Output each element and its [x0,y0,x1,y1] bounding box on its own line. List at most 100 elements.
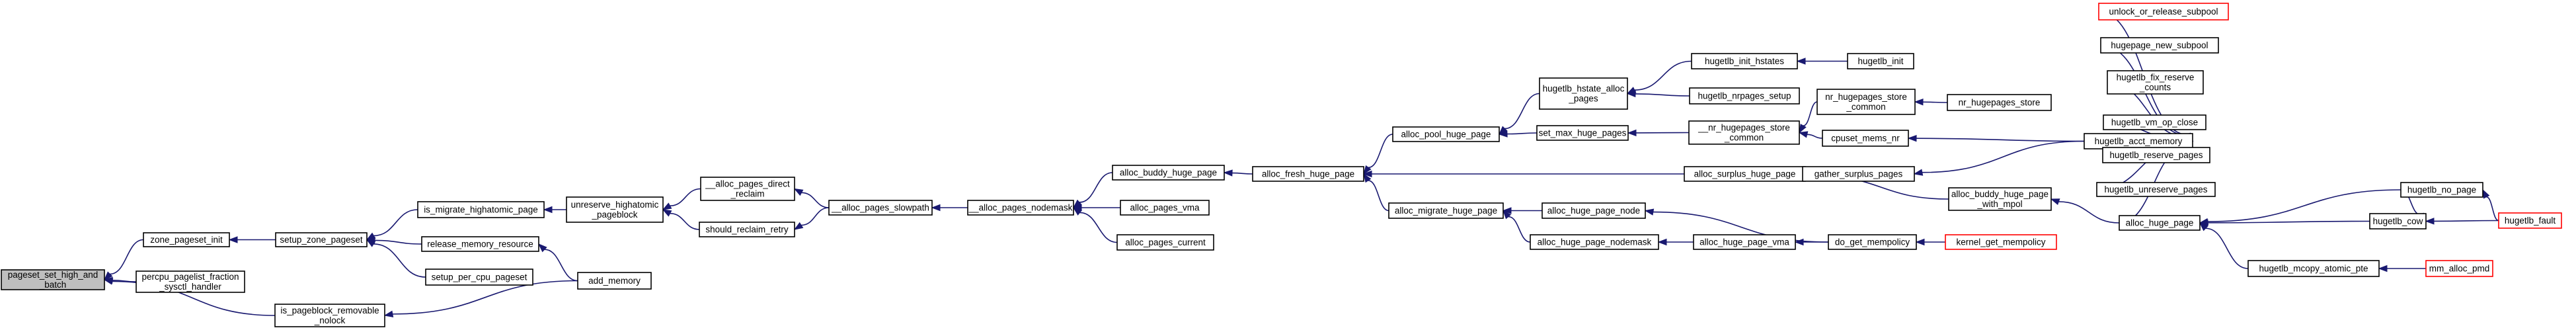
node-hugetlb-cow[interactable]: hugetlb_cow [2369,213,2427,229]
edge-alloc-surplus-huge-page-to-alloc-fresh-huge-page [1362,170,1684,178]
node-alloc-huge-page[interactable]: alloc_huge_page [2119,215,2201,231]
node-box [1816,89,1916,115]
edge-mm-alloc-pmd-to-hugetlb-mcopy-atomic-pte [2378,265,2426,272]
node-add-memory[interactable]: add_memory [577,272,652,290]
edge-setup-per-cpu-pageset-to-setup-zone-pageset [366,239,426,278]
node-label: hugetlb_mcopy_atomic_pte [2259,264,2368,274]
edge-hugetlb-nrpages-setup-to-hugetlb-hstate-alloc-pages [1626,90,1690,98]
node-label: nr_hugepages_store [1825,92,1907,102]
node-hugetlb-fault[interactable]: hugetlb_fault [2498,212,2562,229]
node-box [1689,87,1800,104]
node-hugetlb-acct-memory[interactable]: hugetlb_acct_memory [2084,133,2193,149]
node-hugetlb-mcopy-atomic-pte[interactable]: hugetlb_mcopy_atomic_pte [2247,260,2380,277]
node-box [566,196,664,223]
edge-should-reclaim-retry-to-unreserve-highatomic-pageblock [662,209,700,230]
edge-unreserve-highatomic-pageblock-to-is-migrate-highatomic-page [543,206,566,214]
node-unlock-or-release-subpool[interactable]: unlock_or_release_subpool [2098,3,2229,21]
node-nr-hugepages-store-common-outer[interactable]: __nr_hugepages_store_common [1688,120,1800,145]
node-alloc-buddy-huge-page[interactable]: alloc_buddy_huge_page [1112,165,1225,181]
node-alloc-huge-page-node[interactable]: alloc_huge_page_node [1542,202,1646,219]
node-label: hugetlb_acct_memory [2095,136,2183,146]
node-gather-surplus-pages[interactable]: gather_surplus_pages [1802,166,1915,182]
node-label: release_memory_resource [427,239,533,249]
node-box [1,269,105,290]
node-box [1948,187,2052,211]
node-hugetlb-unreserve-pages[interactable]: hugetlb_unreserve_pages [2096,182,2216,197]
node-alloc-buddy-huge-page-with-mpol[interactable]: alloc_buddy_huge_page_with_mpol [1948,187,2052,211]
node-box [1847,53,1914,69]
node-box [1120,200,1210,216]
node-label: should_reclaim_retry [705,225,789,235]
node-set-max-huge-pages[interactable]: set_max_huge_pages [1536,125,1629,141]
node-label: mm_alloc_pmd [2429,264,2490,274]
node-kernel-get-mempolicy[interactable]: kernel_get_mempolicy [1945,234,2057,250]
node-label: is_pageblock_removable [280,306,379,315]
node-alloc-pages-nodemask[interactable]: __alloc_pages_nodemask [967,200,1074,216]
edge-hugetlb-fault-to-hugetlb-cow [2425,218,2499,225]
node-label: alloc_huge_page_node [1547,206,1640,216]
node-box [828,200,933,216]
node-alloc-pages-current[interactable]: alloc_pages_current [1116,234,1214,251]
node-is-pageblock-removable-nolock[interactable]: is_pageblock_removable_nolock [274,304,385,327]
node-box [1536,125,1629,141]
node-alloc-pages-vma[interactable]: alloc_pages_vma [1120,200,1210,216]
node-do-get-mempolicy[interactable]: do_get_mempolicy [1828,234,1917,250]
node-hugetlb-nrpages-setup[interactable]: hugetlb_nrpages_setup [1689,87,1800,104]
node-zone-pageset-init[interactable]: zone_pageset_init [143,232,230,247]
node-hugetlb-hstate-alloc-pages[interactable]: hugetlb_hstate_alloc_pages [1539,77,1628,110]
node-hugepage-new-subpool[interactable]: hugepage_new_subpool [2100,37,2219,54]
node-release-memory-resource[interactable]: release_memory_resource [421,236,539,252]
edge-alloc-migrate-huge-page-to-alloc-fresh-huge-page [1363,173,1389,212]
edge-nr-hugepages-store-common-inner-to-nr-hugepages-store-common-outer [1799,101,1818,134]
node-box [2102,147,2210,163]
node-box [1392,126,1500,142]
edge-alloc-buddy-huge-page-to-alloc-pages-nodemask [1072,172,1113,208]
node-label: __alloc_pages_slowpath [831,203,929,213]
node-box [577,272,652,290]
node-label: unreserve_highatomic [571,200,659,210]
node-nr-hugepages-store-common-inner[interactable]: nr_hugepages_store_common [1816,89,1916,115]
node-label: alloc_pages_current [1125,237,1206,247]
node-nr-hugepages-store[interactable]: nr_hugepages_store [1947,94,2052,111]
edge-release-memory-resource-to-setup-zone-pageset [366,237,422,245]
node-alloc-surplus-huge-page[interactable]: alloc_surplus_huge_page [1684,166,1806,182]
edge-alloc-pages-current-to-alloc-pages-nodemask [1072,207,1118,243]
node-box [2098,3,2229,21]
node-alloc-migrate-huge-page[interactable]: alloc_migrate_huge_page [1388,202,1504,219]
node-unreserve-highatomic-pageblock[interactable]: unreserve_highatomic_pageblock [566,196,664,223]
node-label: hugetlb_vm_op_close [2111,118,2198,128]
node-percpu-pagelist-fraction-sysctl-handler[interactable]: percpu_pagelist_fraction_sysctl_handler [136,270,245,293]
node-alloc-pool-huge-page[interactable]: alloc_pool_huge_page [1392,126,1500,142]
node-hugetlb-no-page[interactable]: hugetlb_no_page [2400,182,2483,198]
node-cpuset-mems-nr[interactable]: cpuset_mems_nr [1822,130,1909,147]
node-label: _batch [39,280,67,290]
node-alloc-pages-direct-reclaim[interactable]: __alloc_pages_direct_reclaim [700,177,795,201]
node-hugetlb-fix-reserve-counts[interactable]: hugetlb_fix_reserve_counts [2107,70,2204,95]
edge-hugetlb-hstate-alloc-pages-to-alloc-pool-huge-page [1498,93,1540,136]
node-box [2425,260,2493,277]
edge-do-get-mempolicy-to-alloc-huge-page-node [1644,208,1829,243]
node-should-reclaim-retry[interactable]: should_reclaim_retry [699,222,795,237]
node-alloc-huge-page-vma[interactable]: alloc_huge_page_vma [1693,234,1796,250]
edge-add-memory-to-is-pageblock-removable-nolock [383,280,578,317]
edge-alloc-huge-page-vma-to-alloc-huge-page-nodemask [1657,238,1694,246]
node-hugetlb-init-hstates[interactable]: hugetlb_init_hstates [1691,53,1798,69]
node-is-migrate-highatomic-page[interactable]: is_migrate_highatomic_page [417,201,545,218]
node-mm-alloc-pmd[interactable]: mm_alloc_pmd [2425,260,2493,277]
node-alloc-huge-page-nodemask[interactable]: alloc_huge_page_nodemask [1530,234,1659,250]
node-setup-zone-pageset[interactable]: setup_zone_pageset [275,232,368,247]
node-label: alloc_huge_page_nodemask [1538,237,1652,247]
edge-alloc-huge-page-nodemask-to-alloc-migrate-huge-page [1503,210,1531,243]
node-hugetlb-vm-op-close[interactable]: hugetlb_vm_op_close [2103,114,2206,130]
node-alloc-pages-slowpath[interactable]: __alloc_pages_slowpath [828,200,933,216]
edge-hugetlb-init-hstates-to-hugetlb-hstate-alloc-pages [1626,60,1692,95]
node-box [2369,213,2427,229]
node-hugetlb-reserve-pages[interactable]: hugetlb_reserve_pages [2102,147,2210,163]
node-box [1691,53,1798,69]
node-hugetlb-init[interactable]: hugetlb_init [1847,53,1914,69]
node-box [2119,215,2201,231]
node-alloc-fresh-huge-page[interactable]: alloc_fresh_huge_page [1252,166,1364,182]
node-box [2096,182,2216,197]
node-setup-per-cpu-pageset[interactable]: setup_per_cpu_pageset [425,269,533,286]
